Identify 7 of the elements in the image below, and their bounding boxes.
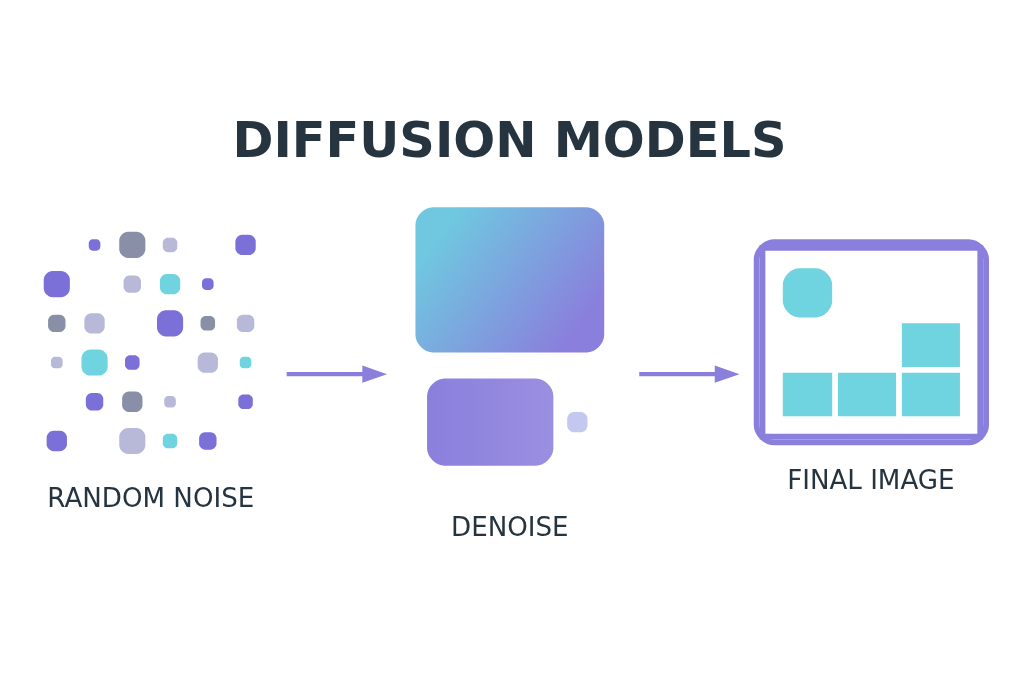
node-label: DENOISE — [451, 511, 569, 542]
diagram-title: DIFFUSION MODELS — [232, 110, 787, 169]
node-label: RANDOM NOISE — [47, 482, 255, 513]
node-picture — [753, 239, 989, 446]
arrow — [639, 365, 740, 383]
arrow — [286, 365, 388, 383]
node-label: FINAL IMAGE — [787, 465, 955, 496]
